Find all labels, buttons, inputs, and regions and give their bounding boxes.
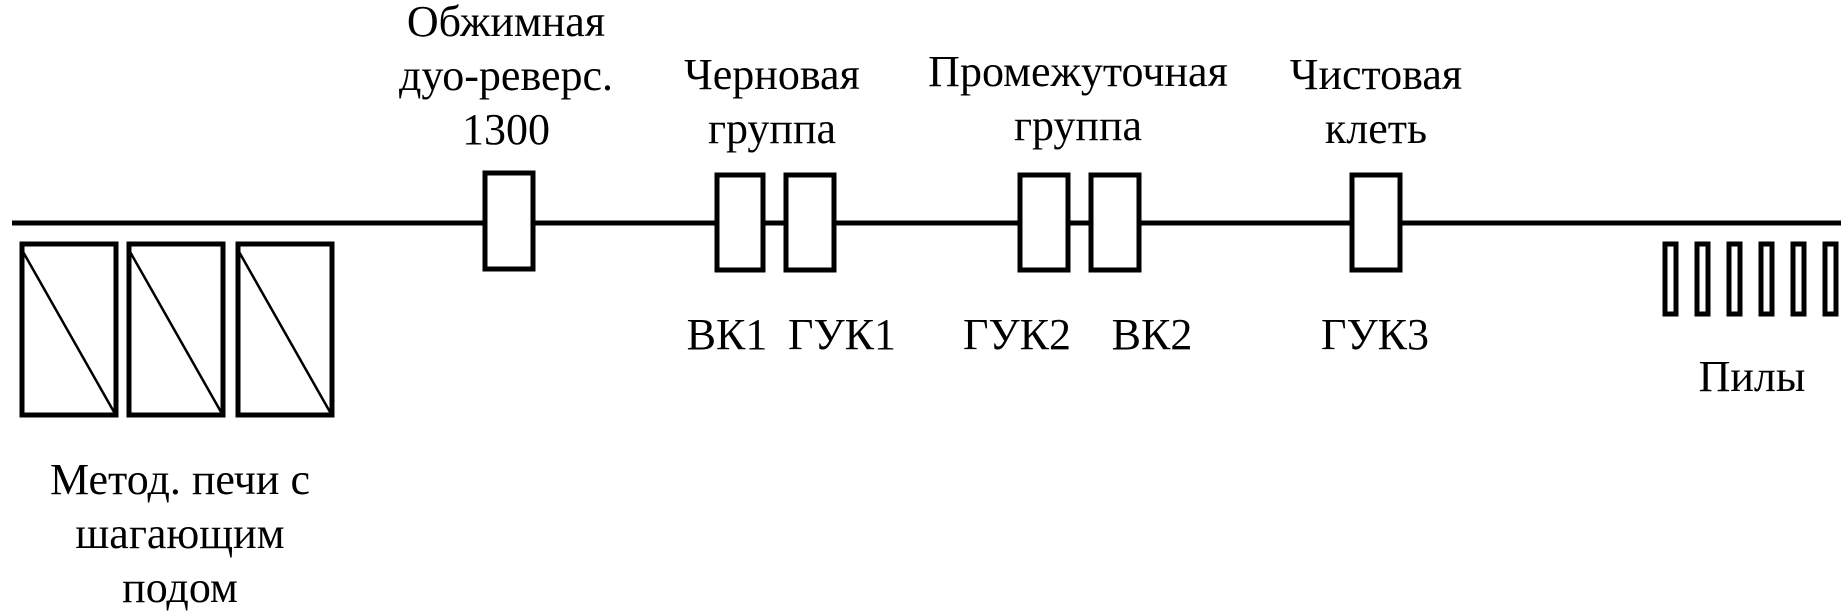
stand-guk1	[783, 172, 837, 273]
saw-5	[1790, 241, 1807, 317]
furnace-group	[19, 241, 335, 418]
label-finishing-stand: Чистовая клеть	[1289, 50, 1463, 153]
stand-guk2	[1017, 172, 1071, 273]
saw-1	[1662, 241, 1679, 317]
furnace-1	[19, 241, 119, 418]
label-guk3: ГУК3	[1321, 310, 1429, 359]
saw-2	[1694, 241, 1711, 317]
saw-4	[1758, 241, 1775, 317]
label-rough-group: Черновая группа	[684, 50, 860, 153]
stands	[482, 170, 1403, 273]
label-guk2: ГУК2	[963, 310, 1071, 359]
saw-3	[1726, 241, 1743, 317]
label-vk2: ВК2	[1111, 310, 1193, 359]
furnace-3	[235, 241, 335, 418]
label-furnaces: Метод. печи с шагающим подом	[49, 455, 311, 612]
label-vk1: ВК1	[686, 310, 768, 359]
saw-6	[1822, 241, 1839, 317]
label-intermediate-group: Промежуточная группа	[928, 47, 1228, 150]
label-roughing-mill: Обжимная дуо-реверс. 1300	[398, 0, 614, 154]
label-guk1: ГУК1	[788, 310, 896, 359]
label-saws: Пилы	[1698, 352, 1806, 401]
stand-finishing	[1349, 172, 1403, 273]
saws-group	[1662, 241, 1839, 317]
stand-roughing-1300	[482, 170, 536, 272]
stand-vk2	[1088, 172, 1142, 273]
furnace-2	[126, 241, 226, 418]
stand-vk1	[714, 172, 766, 273]
